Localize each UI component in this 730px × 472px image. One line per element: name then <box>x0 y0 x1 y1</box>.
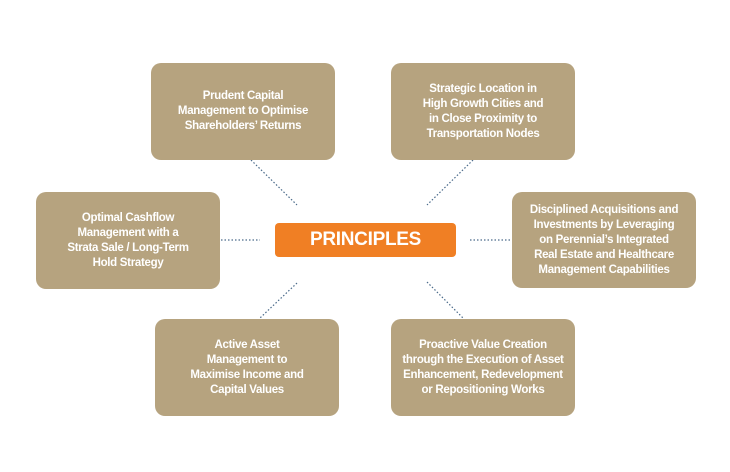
principle-strategic-location: Strategic Location in High Growth Cities… <box>391 63 575 160</box>
connector-top-left <box>250 159 298 206</box>
principle-prudent-capital: Prudent Capital Management to Optimise S… <box>151 63 335 160</box>
principles-center-node: PRINCIPLES <box>275 223 456 257</box>
connector-bottom-right <box>426 281 464 319</box>
principle-active-asset-management: Active Asset Management to Maximise Inco… <box>155 319 339 416</box>
principle-proactive-value-creation: Proactive Value Creation through the Exe… <box>391 319 575 416</box>
connector-top-right <box>426 159 474 206</box>
principle-disciplined-acquisitions: Disciplined Acquisitions and Investments… <box>512 192 696 288</box>
principle-optimal-cashflow: Optimal Cashflow Management with a Strat… <box>36 192 220 289</box>
connector-bottom-left <box>259 282 298 319</box>
